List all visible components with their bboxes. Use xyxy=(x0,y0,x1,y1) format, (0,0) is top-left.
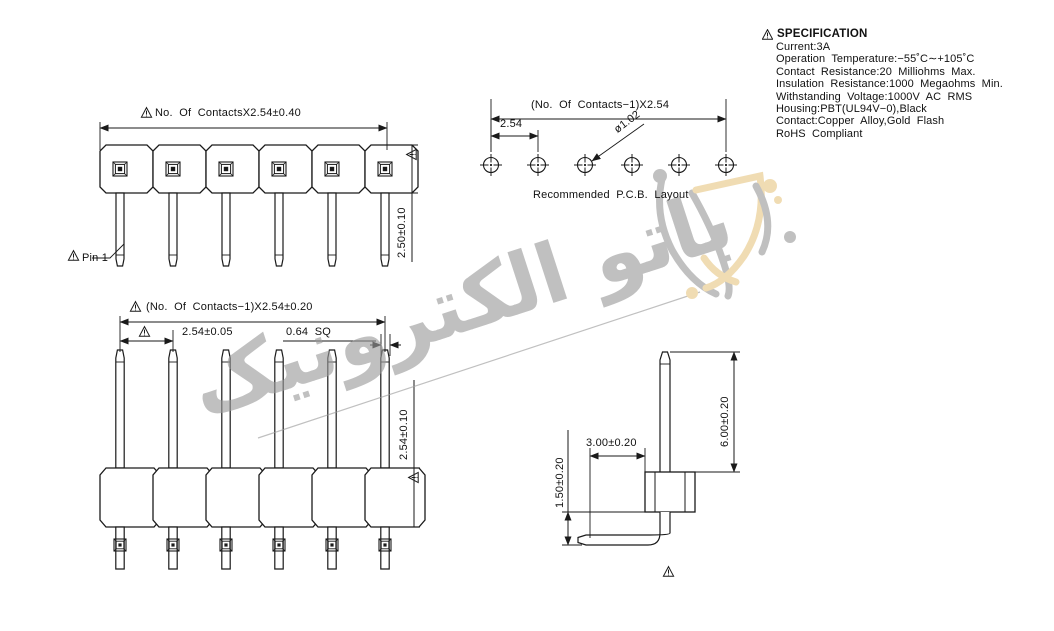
right-angle-vertical-pin xyxy=(659,351,671,479)
front-right-dimension xyxy=(387,144,418,262)
detail-warning-icon xyxy=(662,566,675,577)
spec-line-operating-temperature: Operation Temperature:−55˚C∼+105˚C xyxy=(776,53,975,66)
pin1-warning-icon xyxy=(67,250,80,261)
side-pin-width-dimension xyxy=(283,334,401,356)
side-pin-width-label: 0.64 SQ xyxy=(286,326,332,338)
side-right-dimension xyxy=(385,380,420,528)
side-body-row xyxy=(99,467,426,528)
specification-lines: Current:3A Operation Temperature:−55˚C∼+… xyxy=(776,41,1042,140)
pcb-hole-row xyxy=(479,153,738,177)
spec-line-insulation-resistance: Insulation Resistance:1000 Megaohms Min. xyxy=(776,78,1003,91)
pin1-leader xyxy=(92,243,125,259)
right-angle-pin-detail-view xyxy=(562,351,740,577)
spec-line-current: Current:3A xyxy=(776,41,831,53)
pcb-hole-diameter-leader xyxy=(591,123,645,162)
pcb-overall-dimension-label: (No. Of Contacts−1)X2.54 xyxy=(531,99,670,111)
right-angle-tail-pin xyxy=(577,512,671,546)
specification-block: SPECIFICATION Current:3A Operation Tempe… xyxy=(762,28,1042,140)
side-top-dimension xyxy=(119,316,386,352)
front-pin-row xyxy=(115,192,390,267)
front-top-dim-warning-icon xyxy=(140,107,153,118)
detail-tail-dimension-label: 1.50±0.20 xyxy=(554,457,566,508)
watermark-logo-icon xyxy=(653,169,796,300)
spec-line-contact-resistance: Contact Resistance:20 Milliohms Max. xyxy=(776,65,976,78)
side-pitch-dimension-label: 2.54±0.05 xyxy=(182,326,233,338)
spec-line-contact-material: Contact:Copper Alloy,Gold Flash xyxy=(776,115,945,128)
detail-vertical-dimension xyxy=(670,351,740,473)
detail-horizontal-dimension xyxy=(589,448,646,538)
specification-title: SPECIFICATION xyxy=(777,28,868,40)
detail-horizontal-dimension-label: 3.00±0.20 xyxy=(586,437,637,449)
side-lower-pin-row xyxy=(115,526,390,570)
detail-tail-dimension xyxy=(562,430,645,546)
detail-vertical-dimension-label: 6.00±0.20 xyxy=(719,396,731,447)
pcb-pitch-dimension-label: 2.54 xyxy=(500,118,523,130)
recommended-pcb-layout-view xyxy=(479,99,738,177)
front-elevation-view xyxy=(67,107,419,267)
front-right-dimension-label: 2.50±0.10 xyxy=(396,207,408,258)
side-elevation-view xyxy=(99,301,426,570)
spec-line-rohs: RoHS Compliant xyxy=(776,127,863,140)
side-pitch-dim-warning-icon xyxy=(138,326,151,337)
pcb-layout-caption: Recommended P.C.B. Layout xyxy=(533,189,689,201)
front-body-row xyxy=(99,144,419,194)
side-right-dimension-label: 2.54±0.10 xyxy=(398,409,410,460)
side-top-dim-warning-icon xyxy=(129,301,142,312)
pcb-pitch-dimension xyxy=(490,119,539,152)
pin1-label: Pin 1 xyxy=(82,252,109,264)
right-angle-body xyxy=(644,471,696,513)
side-pitch-dimension xyxy=(119,330,174,352)
side-pin-end-views xyxy=(113,538,392,552)
spec-line-withstanding-voltage: Withstanding Voltage:1000V AC RMS xyxy=(776,90,973,103)
front-top-dimension-label: No. Of ContactsX2.54±0.40 xyxy=(155,107,301,119)
specification-warning-icon xyxy=(762,29,773,40)
side-top-dimension-label: (No. Of Contacts−1)X2.54±0.20 xyxy=(146,301,313,313)
spec-line-housing: Housing:PBT(UL94V−0),Black xyxy=(776,103,927,116)
